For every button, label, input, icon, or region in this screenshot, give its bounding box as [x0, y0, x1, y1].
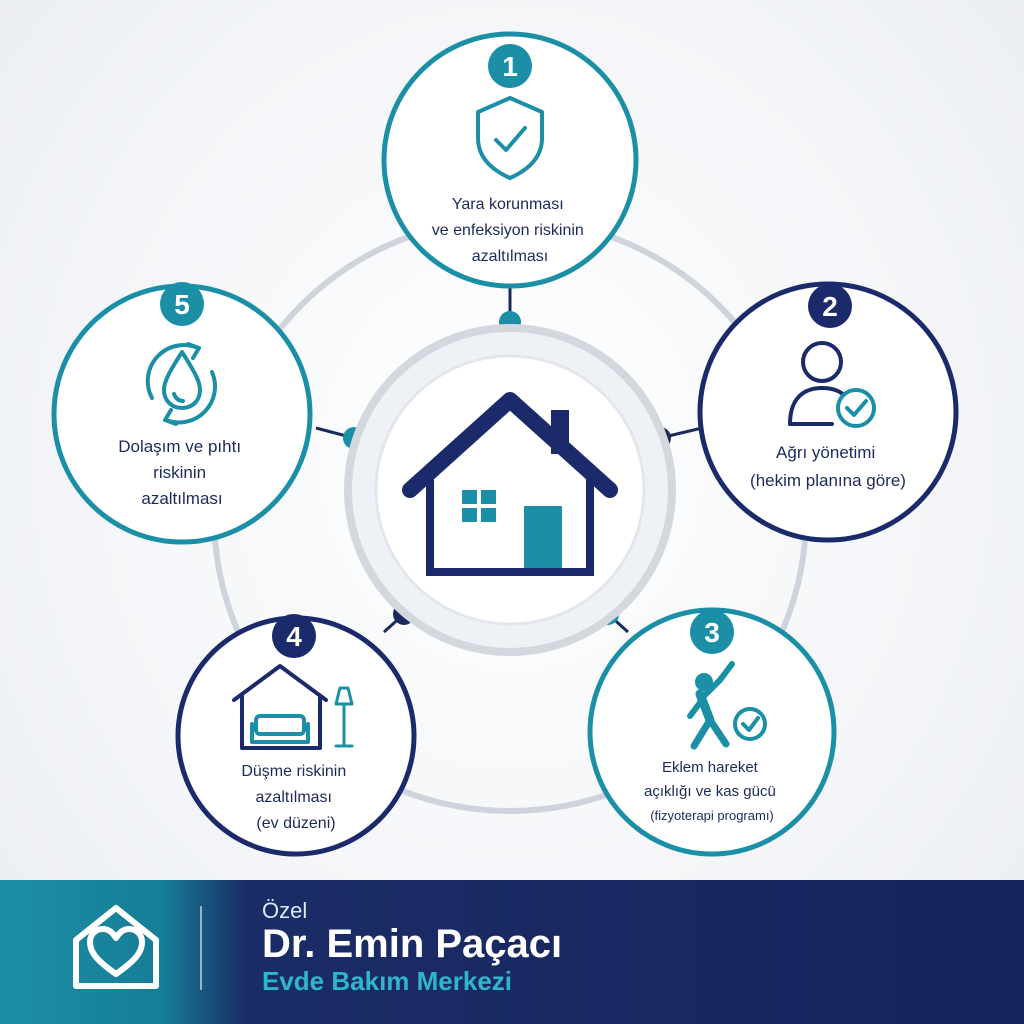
- svg-text:Ağrı yönetimi (hekim pla: Ağrı yönetimi (hekim planına göre): [750, 443, 906, 490]
- step-2-number-badge: [808, 284, 852, 328]
- step-4-line-3: (ev düzeni): [256, 815, 335, 832]
- circulation-drop-icon: [145, 342, 218, 426]
- svg-text:Yara korunması ve enfeks: Yara korunması ve enfeksiyon riskinin az…: [432, 196, 589, 265]
- step-3-number: 3: [704, 617, 720, 648]
- step-5-line-1: Dolaşım ve pıhtı: [118, 437, 241, 456]
- shield-check-icon: [476, 96, 544, 180]
- step-5-line-3: azaltılması: [141, 489, 222, 508]
- step-1-line-3: azaltılması: [472, 248, 548, 265]
- step-4-line-2: azaltılması: [256, 789, 332, 806]
- heart-house-icon: [73, 905, 159, 989]
- step-4: 4 Düşme riskinin azaltılması (ev düzeni): [175, 614, 417, 857]
- step-2-number: 2: [822, 291, 838, 322]
- step-1-number: 1: [502, 51, 518, 82]
- step-1: 1 Yara korunması ve enfeksiyon riskinin …: [381, 31, 639, 289]
- step-3-line-2: açıklığı ve kas gücü: [644, 783, 776, 800]
- step-3-line-1: Eklem hareket: [662, 759, 759, 776]
- step-5-line-2: riskinin: [153, 463, 206, 482]
- svg-text:Eklem hareket açıklığı v: Eklem hareket açıklığı ve kas gücü (fizy…: [644, 759, 780, 823]
- exercise-person-icon: [687, 661, 767, 750]
- footer-name: Dr. Emin Paçacı: [262, 922, 563, 966]
- step-4-number: 4: [286, 621, 302, 652]
- step-2-line-2: (hekim planına göre): [750, 471, 906, 490]
- footer-divider: [200, 906, 202, 990]
- step-5-number-badge: [160, 282, 204, 326]
- step-1-line-2: ve enfeksiyon riskinin: [432, 222, 584, 239]
- svg-text:Düşme riskinin azaltılma: Düşme riskinin azaltılması (ev düzeni): [241, 763, 350, 832]
- step-3-line-3: (fizyoterapi programı): [650, 808, 774, 823]
- person-check-icon: [788, 341, 876, 428]
- step-4-number-badge: [272, 614, 316, 658]
- step-4-line-1: Düşme riskinin: [241, 763, 346, 780]
- step-3-number-badge: [690, 610, 734, 654]
- step-5-number: 5: [174, 289, 190, 320]
- footer-pre-title: Özel: [262, 898, 308, 923]
- house-icon: [402, 392, 618, 576]
- footer-banner: [0, 880, 1024, 1024]
- step-2: 2 Ağrı yönetimi (hekim planına göre): [697, 281, 959, 543]
- step-2-line-1: Ağrı yönetimi: [776, 443, 875, 462]
- step-3: 3 Eklem hareket açıklığı ve kas gücü (fi…: [587, 607, 837, 857]
- step-5: 5 Dolaşım ve pıhtı riskinin azaltılması: [51, 282, 313, 545]
- footer-subtitle: Evde Bakım Merkezi: [262, 966, 513, 996]
- step-1-line-1: Yara korunması: [452, 196, 564, 213]
- home-furniture-icon: [232, 664, 354, 750]
- svg-text:Dolaşım ve pıhtı riskini: Dolaşım ve pıhtı riskinin azaltılması: [118, 437, 246, 508]
- center-hub: [344, 324, 676, 656]
- step-1-number-badge: [488, 44, 532, 88]
